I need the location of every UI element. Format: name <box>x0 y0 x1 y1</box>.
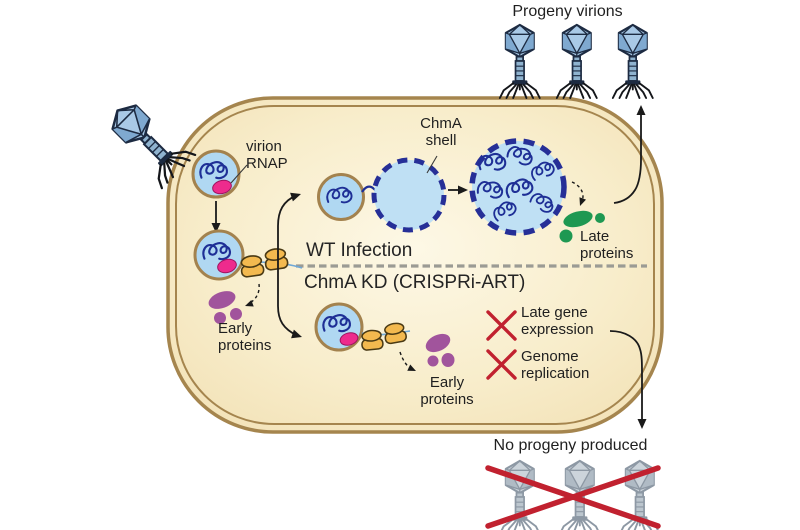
late-gene-expression-label: Late gene expression <box>521 304 594 338</box>
wt-infection-heading: WT Infection <box>306 240 413 261</box>
no-progeny-x-icon <box>485 465 661 529</box>
chma-shell-label: ChmA shell <box>420 115 462 149</box>
chma-shell-empty <box>371 157 447 233</box>
virion-rnap-pointer-line <box>230 164 248 184</box>
arrow-to-early-proteins-wt <box>243 283 260 310</box>
early-proteins-blobs-kd <box>425 333 455 367</box>
early-proteins-blobs-wt <box>208 291 242 324</box>
no-progeny-label: No progeny produced <box>493 437 648 454</box>
late-proteins-blobs <box>559 210 605 243</box>
arrow-to-late-proteins <box>571 181 587 208</box>
arrow-stage1-to-stage2 <box>211 201 221 233</box>
genome-replication-label: Genome replication <box>521 348 590 382</box>
chma-shell-full <box>469 138 567 236</box>
virion-rnap-blob <box>212 179 232 195</box>
cell-inner-membrane <box>175 105 655 425</box>
arrow-progeny-release <box>613 105 646 204</box>
arrow-to-early-proteins-kd <box>399 351 418 375</box>
progeny-virion-icons <box>499 24 653 99</box>
early-proteins-label-kd: Early proteins <box>420 374 474 408</box>
blocked-late-gene-x-icon <box>486 310 517 341</box>
chma-shell-pointer-line <box>426 155 438 174</box>
virion-rnap-label: virion RNAP <box>246 138 288 172</box>
ribosome-icon <box>359 328 385 352</box>
chma-kd-heading: ChmA KD (CRISPRi-ART) <box>304 272 526 293</box>
arrow-no-progeny <box>609 330 647 429</box>
pathway-branch-arrows <box>277 189 304 342</box>
injected-genome-stage2-transcribing <box>193 229 303 281</box>
kd-genome-transcribing <box>314 302 411 352</box>
crossed-out-virion-icons <box>485 460 661 530</box>
early-proteins-label-wt: Early proteins <box>218 320 272 354</box>
late-proteins-label: Late proteins <box>580 228 634 262</box>
blocked-genome-replication-x-icon <box>486 349 517 380</box>
injected-genome-stage1 <box>191 149 248 199</box>
wt-genome-with-shell-forming <box>317 155 447 233</box>
progeny-virions-label: Progeny virions <box>512 3 623 20</box>
arrow-shell-maturation <box>448 185 468 195</box>
